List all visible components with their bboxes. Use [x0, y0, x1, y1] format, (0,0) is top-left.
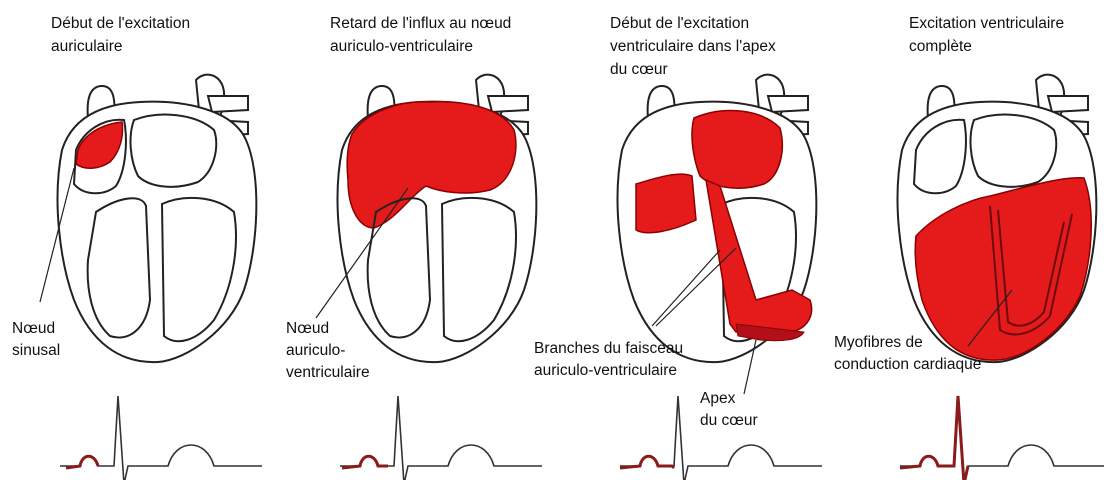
- label-myofibres: Myofibres de conduction cardiaque: [834, 332, 981, 376]
- ecg-q-wave-highlight: [620, 456, 674, 468]
- ecg-trace: [60, 396, 262, 480]
- heart-diagram: [0, 0, 280, 480]
- label-bundle-branches: Branches du faisceau auriculo-ventricula…: [534, 338, 683, 382]
- heart-diagram: [280, 0, 560, 480]
- panel-av-delay: Retard de l'influx au nœud auriculo-vent…: [280, 0, 560, 480]
- atria-excitation-right: [692, 111, 782, 189]
- ecg-pr-segment-highlight: [342, 456, 388, 468]
- ecg-qrs-highlight: [900, 396, 968, 480]
- heart-diagram: [840, 0, 1112, 480]
- ecg-p-wave-highlight: [66, 456, 98, 468]
- panel-apex-excitation: Début de l'excitation ventriculaire dans…: [560, 0, 840, 480]
- panel-complete-ventricular-excitation: Excitation ventriculaire complète Myofib…: [840, 0, 1112, 480]
- atria-excitation: [636, 174, 696, 233]
- label-sa-node: Nœud sinusal: [12, 318, 60, 362]
- label-av-node: Nœud auriculo- ventriculaire: [286, 318, 370, 384]
- label-apex: Apex du cœur: [700, 388, 758, 432]
- panel-atrial-excitation: Début de l'excitation auriculaire Nœud s…: [0, 0, 280, 480]
